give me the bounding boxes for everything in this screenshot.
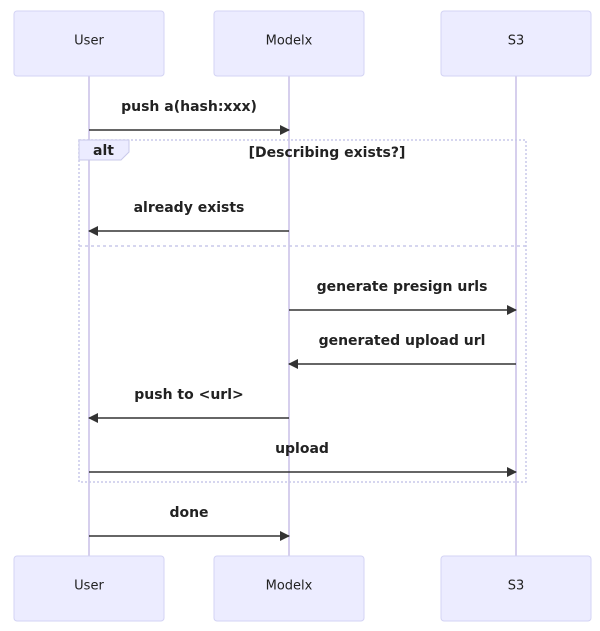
alt-tag-label: alt: [93, 143, 114, 159]
message-push-a-label: push a(hash:xxx): [121, 99, 257, 115]
actor-modelx-top: Modelx: [213, 10, 365, 77]
message-generate-presign-label: generate presign urls: [317, 279, 488, 295]
alt-frame-border: [78, 139, 527, 483]
actor-s3-bottom-label: S3: [508, 579, 525, 594]
alt-condition: [Describing exists?]: [249, 145, 406, 161]
actor-s3-top-label: S3: [508, 34, 525, 49]
alt-tag-shape: [78, 139, 130, 161]
actor-user-top-label: User: [74, 34, 104, 49]
actor-s3-top: S3: [440, 10, 592, 77]
actor-user-bottom-label: User: [74, 579, 104, 594]
message-upload: upload: [89, 441, 517, 477]
message-push-a: push a(hash:xxx): [89, 99, 290, 135]
message-push-to-url: push to <url>: [88, 387, 289, 423]
message-done-label: done: [169, 505, 208, 521]
actor-user-top: User: [13, 10, 165, 77]
actor-modelx-bottom-label: Modelx: [266, 579, 313, 594]
actor-modelx-top-label: Modelx: [266, 34, 313, 49]
message-already-exists-label: already exists: [134, 200, 245, 216]
message-done: done: [89, 505, 290, 541]
message-already-exists: already exists: [88, 200, 289, 236]
actor-s3-bottom: S3: [440, 555, 592, 622]
message-push-to-url-label: push to <url>: [134, 387, 243, 403]
actor-user-bottom: User: [13, 555, 165, 622]
message-generated-upload-url: generated upload url: [288, 333, 516, 369]
message-upload-label: upload: [275, 441, 329, 457]
actor-modelx-bottom: Modelx: [213, 555, 365, 622]
message-generated-upload-url-label: generated upload url: [319, 333, 486, 349]
message-generate-presign: generate presign urls: [289, 279, 517, 315]
alt-frame: alt [Describing exists?]: [78, 139, 527, 483]
